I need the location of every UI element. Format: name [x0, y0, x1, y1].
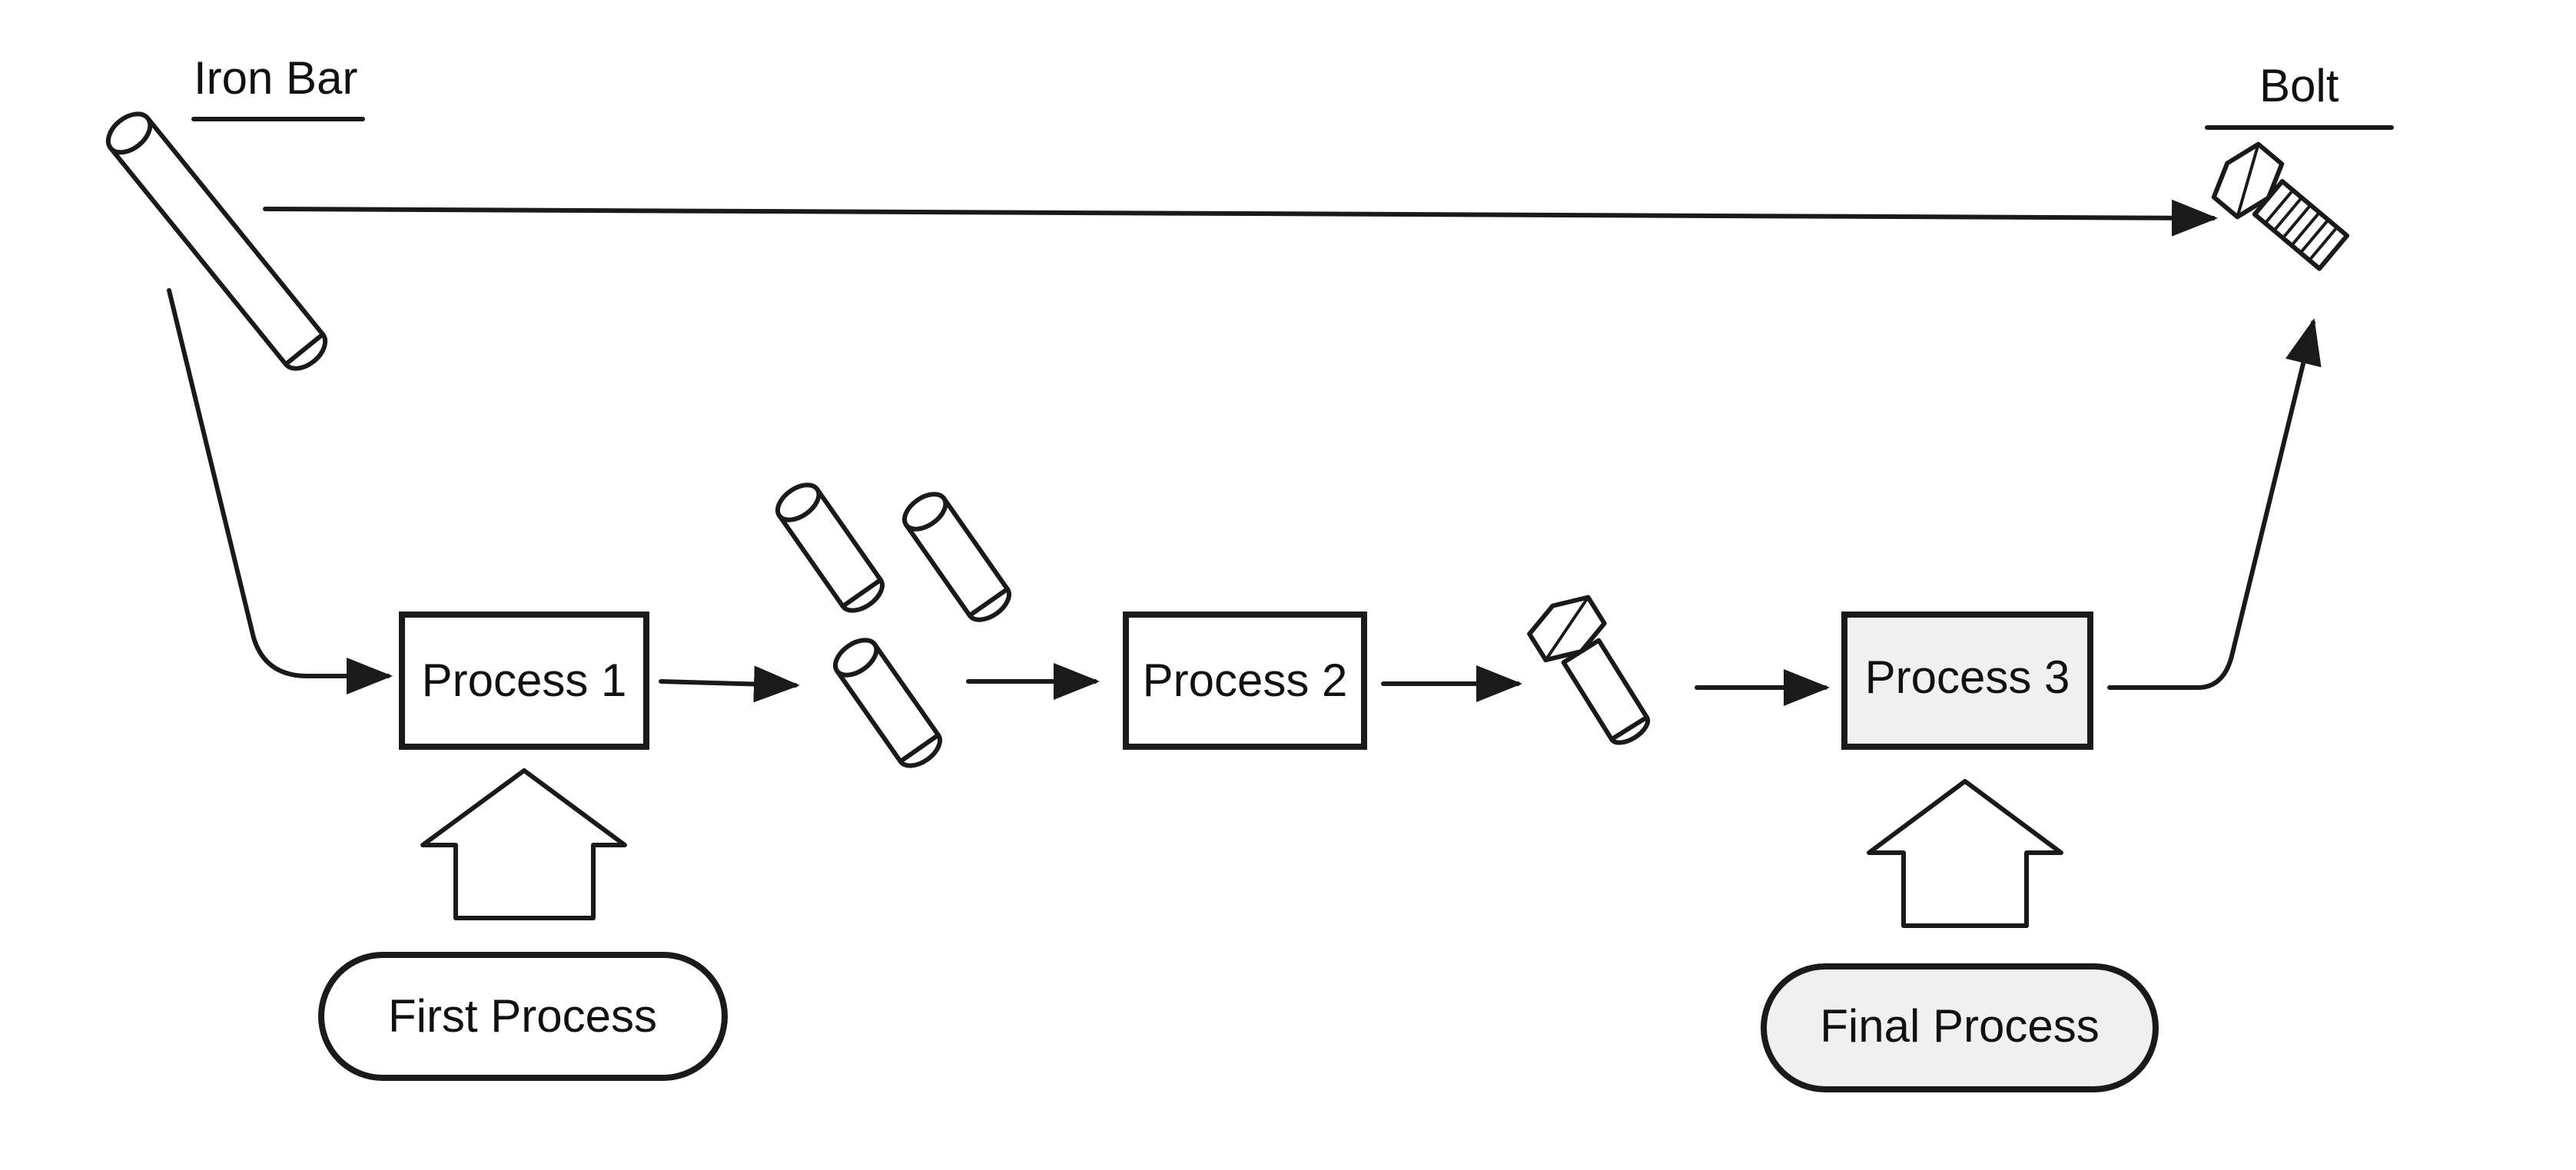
- bolt-icon: [2211, 141, 2350, 271]
- first-process-label: First Process: [388, 990, 657, 1042]
- input-arrow-icon: [1867, 779, 2063, 928]
- first-process-pill: [318, 952, 728, 1081]
- arrow-ironbar-to-process1: [167, 288, 393, 694]
- arrow-ironbar-to-bolt: [263, 199, 2218, 237]
- iron-bar-label: Iron Bar: [194, 52, 357, 104]
- iron-bar-icon: [105, 111, 328, 371]
- bolt-blank-icon: [1527, 595, 1651, 745]
- arrow-process3-to-bolt: [2107, 318, 2322, 690]
- final-process-pill: [1761, 963, 2159, 1092]
- final-process-label: Final Process: [1820, 1000, 2099, 1052]
- arrow-process1-to-pieces: [659, 665, 800, 703]
- process-1-label: Process 1: [422, 655, 627, 706]
- rod-piece-icon: [775, 482, 885, 613]
- input-arrow-icon: [420, 768, 627, 920]
- process-2-box: [1123, 612, 1367, 750]
- process-1-box: [399, 612, 649, 750]
- process-2-label: Process 2: [1143, 655, 1348, 706]
- rod-piece-icon: [833, 638, 942, 768]
- bolt-label: Bolt: [2259, 60, 2339, 111]
- rod-piece-icon: [902, 492, 1011, 622]
- process-3-box: [1841, 612, 2093, 750]
- process-3-label: Process 3: [1865, 651, 2070, 703]
